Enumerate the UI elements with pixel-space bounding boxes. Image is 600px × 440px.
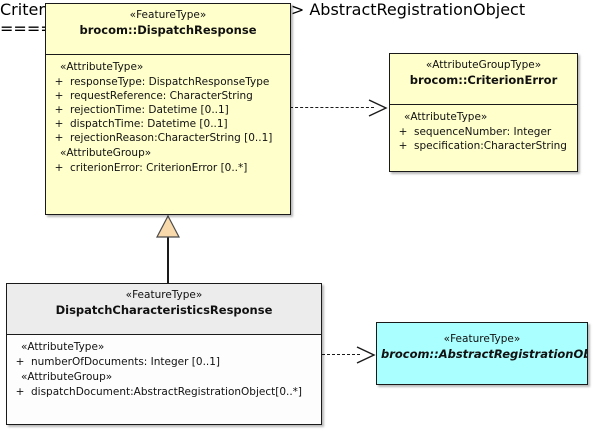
attribute-row[interactable]: + requestReference: CharacterString (48, 89, 288, 103)
uml-class-criterion-error[interactable]: «AttributeGroupType» brocom::CriterionEr… (389, 53, 578, 172)
attribute-row[interactable]: + specification:CharacterString (392, 139, 575, 153)
attribute-text: requestReference: CharacterString (70, 90, 253, 103)
attribute-text: dispatchDocument:AbstractRegistrationObj… (31, 386, 303, 399)
compartment-label-attributetype: «AttributeType» (21, 341, 105, 353)
attribute-visibility: + (54, 76, 64, 89)
compartment-label-attributegroup: «AttributeGroup» (60, 147, 152, 160)
compartment-label-attributegroup: «AttributeGroup» (21, 371, 113, 384)
class-name: brocom::CriterionError (409, 73, 558, 88)
class-header: «AttributeGroupType» brocom::CriterionEr… (390, 54, 577, 105)
attribute-visibility: + (398, 140, 408, 153)
attribute-visibility: + (54, 104, 64, 117)
class-body: «AttributeType» + numberOfDocuments: Int… (7, 335, 321, 403)
uml-class-dispatch-response[interactable]: «FeatureType» brocom::DispatchResponse «… (45, 3, 291, 215)
attribute-text: criterionError: CriterionError [0..*] (70, 162, 248, 175)
attribute-row[interactable]: + numberOfDocuments: Integer [0..1] (9, 355, 319, 369)
class-stereotype: «FeatureType» (129, 9, 207, 21)
attribute-row[interactable]: + rejectionTime: Datetime [0..1] (48, 103, 288, 117)
attribute-row[interactable]: + sequenceNumber: Integer (392, 125, 575, 139)
attribute-text: sequenceNumber: Integer (414, 126, 552, 139)
class-header: «FeatureType» DispatchCharacteristicsRes… (7, 284, 321, 335)
attribute-visibility: + (54, 118, 64, 131)
class-header: «FeatureType» brocom::DispatchResponse (46, 4, 290, 55)
open-arrowhead-icon (368, 99, 388, 117)
attribute-row[interactable]: + responseType: DispatchResponseType (48, 75, 288, 89)
class-stereotype: «AttributeGroupType» (425, 59, 542, 71)
attribute-visibility: + (15, 386, 25, 399)
compartment-label-attributetype: «AttributeType» (404, 111, 488, 123)
attribute-visibility: + (54, 162, 64, 175)
dependency-dispatchcharacteristics-abstractregistrationobject[interactable] (322, 346, 378, 364)
attribute-row[interactable]: + rejectionReason:CharacterString [0..1] (48, 131, 288, 145)
hollow-triangle-arrowhead-icon (156, 215, 180, 238)
class-stereotype: «FeatureType» (443, 333, 521, 345)
attribute-row[interactable]: + dispatchTime: Datetime [0..1] (48, 117, 288, 131)
dependency-line (290, 107, 374, 108)
dependency-dispatchresponse-criterionerror[interactable] (290, 99, 390, 117)
class-stereotype: «FeatureType» (125, 289, 203, 301)
class-name: brocom::AbstractRegistrationObject (381, 347, 587, 362)
generalization-dispatchcharacteristics-dispatchresponse[interactable] (155, 215, 181, 285)
class-name: DispatchCharacteristicsResponse (55, 303, 273, 318)
uml-class-dispatch-characteristics-response[interactable]: «FeatureType» DispatchCharacteristicsRes… (6, 283, 322, 425)
generalization-line (167, 237, 169, 285)
class-name: brocom::DispatchResponse (79, 23, 257, 38)
attribute-row[interactable]: + criterionError: CriterionError [0..*] (48, 161, 288, 175)
class-body: «AttributeType» + responseType: Dispatch… (46, 55, 290, 180)
dependency-line (322, 354, 360, 355)
attribute-visibility: + (54, 90, 64, 103)
attribute-text: rejectionTime: Datetime [0..1] (70, 104, 229, 117)
class-header: «FeatureType» brocom::AbstractRegistrati… (377, 323, 587, 384)
attribute-text: dispatchTime: Datetime [0..1] (70, 118, 228, 131)
class-body: «AttributeType» + sequenceNumber: Intege… (390, 105, 577, 157)
compartment-label-attributetype: «AttributeType» (60, 61, 144, 73)
attribute-text: numberOfDocuments: Integer [0..1] (31, 356, 221, 369)
attribute-text: specification:CharacterString (414, 140, 567, 153)
attribute-visibility: + (398, 126, 408, 139)
attribute-row[interactable]: + dispatchDocument:AbstractRegistrationO… (9, 385, 319, 399)
attribute-visibility: + (54, 132, 64, 145)
attribute-text: rejectionReason:CharacterString [0..1] (70, 132, 273, 145)
open-arrowhead-icon (356, 346, 376, 364)
uml-class-abstract-registration-object[interactable]: «FeatureType» brocom::AbstractRegistrati… (376, 322, 588, 385)
attribute-visibility: + (15, 356, 25, 369)
attribute-text: responseType: DispatchResponseType (70, 76, 270, 89)
